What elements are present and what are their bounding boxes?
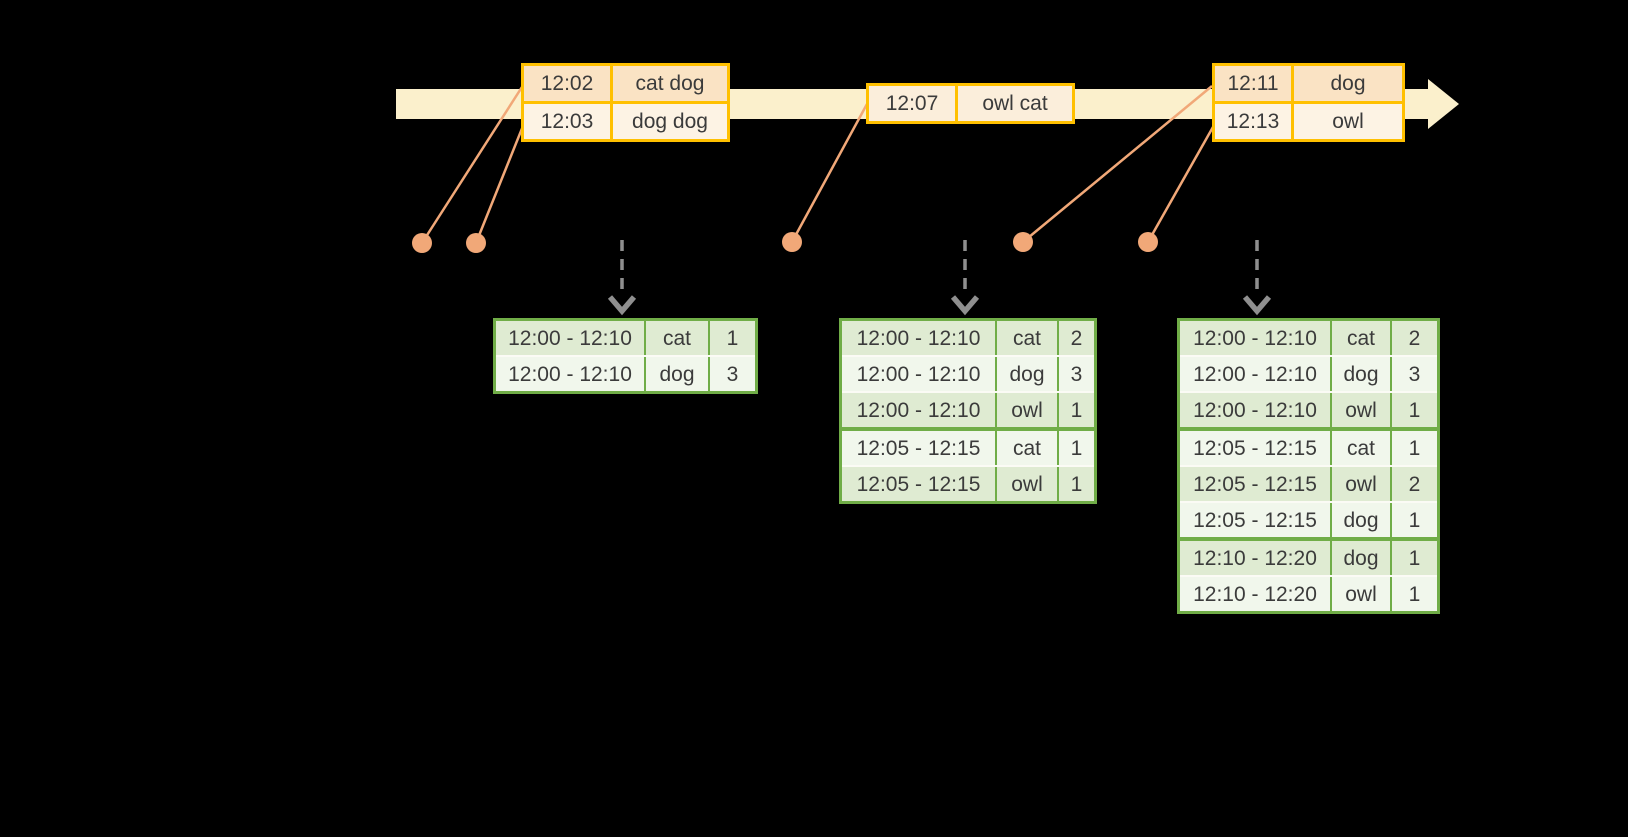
result-word-cell: owl	[1332, 393, 1390, 427]
result-window-cell: 12:05 - 12:15	[842, 467, 995, 501]
result-word-cell: owl	[997, 467, 1057, 501]
result-count-cell: 1	[1392, 503, 1437, 537]
result-count-cell: 1	[1392, 577, 1437, 611]
result-word-cell: dog	[1332, 357, 1390, 391]
result-window-cell: 12:00 - 12:10	[1180, 321, 1330, 355]
result-window-cell: 12:05 - 12:15	[1180, 431, 1330, 465]
trigger-arrowhead-icon	[950, 295, 980, 316]
trigger-arrowhead-icon	[607, 295, 637, 316]
event-marker-icon	[466, 233, 486, 253]
result-word-cell: owl	[1332, 577, 1390, 611]
result-window-cell: 12:00 - 12:10	[496, 321, 644, 355]
result-count-cell: 2	[1392, 467, 1437, 501]
result-window-cell: 12:10 - 12:20	[1180, 577, 1330, 611]
result-count-cell: 1	[1059, 431, 1094, 465]
event-words-cell: dog dog	[613, 104, 727, 139]
result-count-cell: 1	[710, 321, 755, 355]
connector-line	[474, 125, 525, 244]
result-count-cell: 3	[710, 357, 755, 391]
result-window-cell: 12:00 - 12:10	[842, 393, 995, 427]
result-count-cell: 2	[1392, 321, 1437, 355]
result-window-cell: 12:00 - 12:10	[1180, 393, 1330, 427]
result-window-cell: 12:05 - 12:15	[1180, 503, 1330, 537]
result-word-cell: dog	[1332, 541, 1390, 575]
event-words-cell: dog	[1294, 66, 1402, 101]
result-count-cell: 1	[1392, 541, 1437, 575]
connector-line	[1146, 126, 1215, 243]
connector-line	[790, 103, 869, 243]
result-word-cell: cat	[997, 431, 1057, 465]
event-time-cell: 12:02	[524, 66, 610, 101]
result-window-cell: 12:10 - 12:20	[1180, 541, 1330, 575]
event-words-cell: cat dog	[613, 66, 727, 101]
result-count-cell: 1	[1059, 393, 1094, 427]
event-time-cell: 12:03	[524, 104, 610, 139]
event-time-cell: 12:07	[869, 86, 955, 121]
result-word-cell: cat	[1332, 321, 1390, 355]
event-marker-icon	[1138, 232, 1158, 252]
result-count-cell: 1	[1392, 431, 1437, 465]
result-window-cell: 12:05 - 12:15	[842, 431, 995, 465]
event-marker-icon	[412, 233, 432, 253]
result-word-cell: cat	[1332, 431, 1390, 465]
timeline-arrowhead-icon	[1428, 79, 1459, 129]
result-count-cell: 1	[1059, 467, 1094, 501]
event-marker-icon	[782, 232, 802, 252]
result-window-cell: 12:00 - 12:10	[842, 357, 995, 391]
event-words-cell: owl	[1294, 104, 1402, 139]
result-window-cell: 12:05 - 12:15	[1180, 467, 1330, 501]
result-count-cell: 2	[1059, 321, 1094, 355]
event-marker-icon	[1013, 232, 1033, 252]
event-time-cell: 12:11	[1215, 66, 1291, 101]
result-window-cell: 12:00 - 12:10	[1180, 357, 1330, 391]
result-word-cell: owl	[997, 393, 1057, 427]
result-word-cell: owl	[1332, 467, 1390, 501]
result-count-cell: 3	[1059, 357, 1094, 391]
result-word-cell: cat	[997, 321, 1057, 355]
result-window-cell: 12:00 - 12:10	[496, 357, 644, 391]
trigger-arrowhead-icon	[1242, 295, 1272, 316]
result-count-cell: 3	[1392, 357, 1437, 391]
result-word-cell: dog	[1332, 503, 1390, 537]
event-time-cell: 12:13	[1215, 104, 1291, 139]
result-word-cell: dog	[997, 357, 1057, 391]
result-window-cell: 12:00 - 12:10	[842, 321, 995, 355]
result-word-cell: dog	[646, 357, 708, 391]
result-word-cell: cat	[646, 321, 708, 355]
event-words-cell: owl cat	[958, 86, 1072, 121]
result-count-cell: 1	[1392, 393, 1437, 427]
